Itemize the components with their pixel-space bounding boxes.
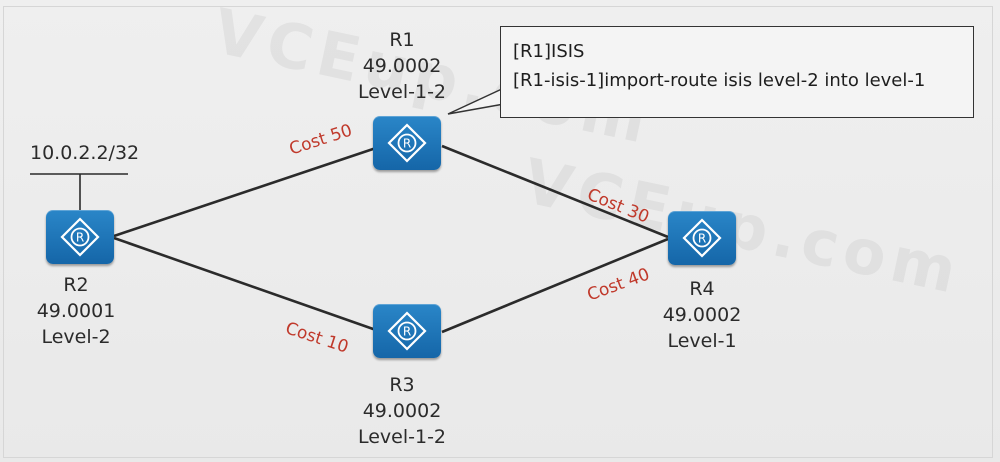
router-level: Level-1-2: [357, 426, 447, 448]
svg-text:R: R: [76, 231, 84, 245]
callout-pointer: [447, 87, 505, 115]
router-r1: R: [373, 116, 441, 170]
router-r3-label: R3 49.0002 Level-1-2: [358, 372, 446, 450]
svg-text:R: R: [403, 137, 411, 151]
router-area: 49.0002: [362, 55, 442, 77]
router-icon: R: [387, 123, 427, 163]
svg-text:R: R: [403, 325, 411, 339]
router-name: R1: [389, 29, 415, 51]
router-r2: R: [46, 210, 114, 264]
router-area: 49.0001: [36, 300, 116, 322]
router-icon: R: [60, 217, 100, 257]
callout-line-1: [R1]ISIS: [513, 41, 585, 62]
link-r3-r4: [441, 237, 669, 334]
link-r1-r4: [441, 144, 669, 239]
router-r2-label: R2 49.0001 Level-2: [37, 272, 116, 350]
diagram-frame: [3, 6, 993, 458]
router-level: Level-1-2: [357, 81, 447, 103]
callout-line-2: [R1-isis-1]import-route isis level-2 int…: [513, 70, 926, 91]
router-name: R4: [689, 278, 715, 300]
router-name: R2: [63, 274, 89, 296]
router-r4: R: [668, 211, 736, 265]
router-level: Level-2: [41, 326, 111, 348]
router-area: 49.0002: [662, 304, 742, 326]
router-name: R3: [389, 374, 415, 396]
network-prefix: 10.0.2.2/32: [30, 142, 140, 164]
router-icon: R: [387, 311, 427, 351]
router-level: Level-1: [667, 330, 737, 352]
router-r4-label: R4 49.0002 Level-1: [663, 276, 742, 354]
router-area: 49.0002: [362, 400, 442, 422]
router-r3: R: [373, 304, 441, 358]
link-r2-r3: [113, 236, 377, 332]
svg-text:R: R: [698, 232, 706, 246]
router-icon: R: [682, 218, 722, 258]
router-r1-label: R1 49.0002 Level-1-2: [358, 27, 446, 105]
link-r2-r1: [113, 146, 377, 238]
config-callout: [R1]ISIS [R1-isis-1]import-route isis le…: [500, 26, 974, 118]
